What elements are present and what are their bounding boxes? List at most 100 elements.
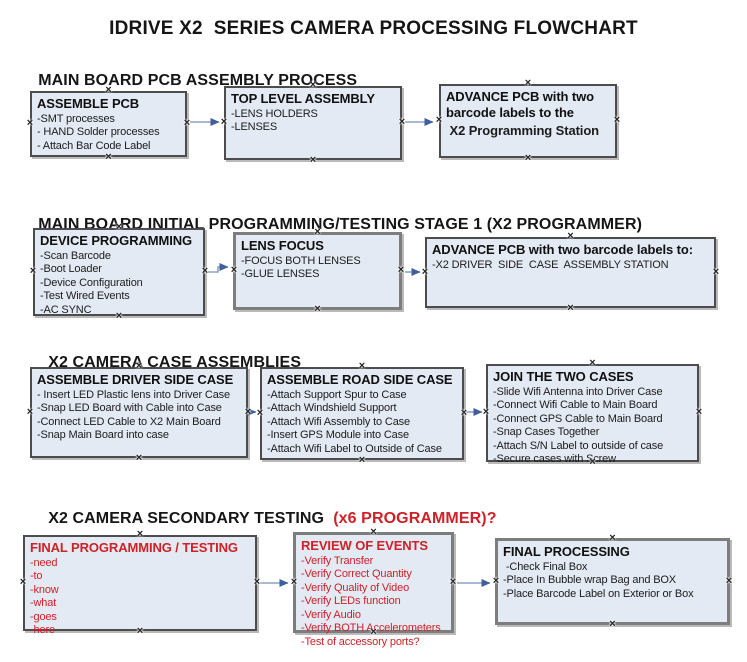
- box-line: -need: [30, 556, 58, 569]
- connection-handle-icon: ×: [524, 152, 532, 164]
- box-line: -Verify Audio: [301, 608, 361, 621]
- connection-handle-icon: ×: [290, 575, 298, 588]
- box-line: -FOCUS BOTH LENSES: [241, 254, 361, 267]
- box-line: - HAND Solder processes: [37, 126, 160, 139]
- box-line: -Scan Barcode: [40, 249, 111, 262]
- box-line: -to: [30, 570, 43, 583]
- box-title: TOP LEVEL ASSEMBLY: [231, 91, 375, 106]
- box-line: -Verify Quality of Video: [301, 581, 410, 594]
- connection-handle-icon: ×: [725, 574, 733, 587]
- flow-box-assemble-driver-side-case[interactable]: × × × × ASSEMBLE DRIVER SIDE CASE - Inse…: [27, 361, 251, 464]
- flow-box-final-programming-testing[interactable]: × × × × FINAL PROGRAMMING / TESTING -nee…: [20, 529, 260, 637]
- box-line: -Verify LEDs function: [301, 595, 401, 608]
- box-title: REVIEW OF EVENTS: [301, 538, 428, 553]
- connection-handle-icon: ×: [398, 116, 406, 128]
- box-line: -Attach Support Spur to Case: [267, 388, 407, 401]
- box-line: -here: [30, 624, 55, 637]
- box-lines: -Slide Wifi Antenna into Driver Case-Con…: [493, 386, 693, 467]
- box-lines: -LENS HOLDERS-LENSES: [231, 108, 396, 135]
- box-line: -LENS HOLDERS: [231, 107, 318, 120]
- box-line: -Connect GPS Cable to Main Board: [493, 412, 663, 425]
- box-line: -Place In Bubble wrap Bag and BOX: [503, 574, 676, 587]
- connection-handle-icon: ×: [256, 406, 264, 419]
- connection-handle-icon: ×: [105, 151, 112, 163]
- box-line: -know: [30, 583, 59, 596]
- box-line: -Device Configuration: [40, 276, 143, 289]
- box-lines: -FOCUS BOTH LENSES-GLUE LENSES: [241, 255, 395, 282]
- box-lines: -X2 DRIVER SIDE CASE ASSEMBLY STATION: [432, 259, 710, 273]
- box-line: -Test Wired Events: [40, 290, 130, 303]
- box-title: JOIN THE TWO CASES: [493, 369, 634, 384]
- flow-box-assemble-pcb[interactable]: × × × × ASSEMBLE PCB -SMT processes- HAN…: [27, 85, 190, 163]
- connection-handle-icon: ×: [421, 265, 429, 278]
- flow-box-top-level-assembly[interactable]: × × × × TOP LEVEL ASSEMBLY -LENS HOLDERS…: [221, 80, 405, 166]
- box-line: - Insert LED Plastic lens into Driver Ca…: [37, 388, 230, 401]
- box-line: -Connect Wifi Cable to Main Board: [493, 399, 658, 412]
- section-header-text: MAIN BOARD PCB ASSEMBLY PROCESS: [38, 72, 358, 89]
- box-lines: -Attach Support Spur to Case-Attach Wind…: [267, 389, 458, 457]
- section-header-secondary-testing: X2 CAMERA SECONDARY TESTING (x6 PROGRAMM…: [30, 492, 497, 546]
- box-line: -Attach Wifi Assembly to Case: [267, 415, 410, 428]
- connection-handle-icon: ×: [314, 303, 321, 315]
- connection-handle-icon: ×: [19, 576, 27, 588]
- box-title: LENS FOCUS: [241, 238, 324, 253]
- connection-handle-icon: ×: [309, 154, 317, 166]
- connection-handle-icon: ×: [435, 114, 443, 126]
- box-title: ASSEMBLE PCB: [37, 96, 140, 111]
- box-title: ASSEMBLE DRIVER SIDE CASE: [37, 372, 234, 387]
- box-line: -Insert GPS Module into Case: [267, 429, 409, 442]
- box-line: -Secure cases with Screw: [493, 453, 616, 466]
- box-line: -Place Barcode Label on Exterior or Box: [503, 587, 694, 600]
- box-line: -Snap Main Board into case: [37, 429, 169, 442]
- connection-handle-icon: ×: [183, 117, 191, 129]
- connection-handle-icon: ×: [26, 117, 34, 129]
- flow-box-advance-pcb-programming-station[interactable]: × × × × ADVANCE PCB with two barcode lab…: [436, 78, 620, 164]
- flow-box-final-processing[interactable]: × × × × FINAL PROCESSING -Check Final Bo…: [493, 533, 733, 630]
- box-title: DEVICE PROGRAMMING: [40, 233, 193, 248]
- connection-handle-icon: ×: [524, 77, 532, 89]
- connection-handle-icon: ×: [29, 265, 37, 277]
- flow-box-join-the-two-cases[interactable]: × × × × JOIN THE TWO CASES -Slide Wifi A…: [483, 358, 702, 468]
- box-line: -AC SYNC: [40, 303, 92, 316]
- connection-handle-icon: ×: [230, 264, 238, 276]
- flow-box-advance-pcb-driver-side-station[interactable]: × × × × ADVANCE PCB with two barcode lab…: [422, 231, 719, 314]
- section-header-text: X2 CAMERA CASE ASSEMBLIES: [48, 354, 302, 371]
- connection-handle-icon: ×: [712, 265, 720, 278]
- box-line: -Verify BOTH Accelerometers: [301, 622, 441, 635]
- box-line: -LENSES: [231, 121, 278, 134]
- connection-handle-icon: ×: [449, 575, 457, 588]
- box-line: -Check Final Box: [503, 560, 588, 573]
- connection-handle-icon: ×: [589, 357, 596, 369]
- flow-box-device-programming[interactable]: × × × × DEVICE PROGRAMMING -Scan Barcode…: [30, 222, 208, 322]
- flow-box-assemble-road-side-case[interactable]: × × × × ASSEMBLE ROAD SIDE CASE -Attach …: [257, 361, 467, 466]
- box-line: -Verify Correct Quantity: [301, 568, 412, 581]
- section-header-pcb-assembly: MAIN BOARD PCB ASSEMBLY PROCESS: [20, 54, 357, 108]
- connection-handle-icon: ×: [358, 360, 366, 372]
- box-title: FINAL PROCESSING: [503, 544, 630, 559]
- connection-handle-icon: ×: [358, 454, 366, 466]
- connection-handle-icon: ×: [609, 618, 616, 630]
- box-line: -SMT processes: [37, 112, 115, 125]
- box-lines: -Scan Barcode-Boot Loader-Device Configu…: [40, 250, 199, 318]
- box-line: X2 Programming Station: [446, 122, 600, 138]
- connection-handle-icon: ×: [26, 405, 34, 418]
- flow-box-lens-focus[interactable]: × × × × LENS FOCUS -FOCUS BOTH LENSES-GL…: [230, 227, 405, 315]
- box-title: FINAL PROGRAMMING / TESTING: [30, 540, 238, 555]
- connection-handle-icon: ×: [253, 576, 261, 588]
- connection-handle-icon: ×: [482, 406, 490, 418]
- box-line: -Connect LED Cable to X2 Main Board: [37, 415, 221, 428]
- connection-handle-icon: ×: [397, 264, 405, 276]
- connection-handle-icon: ×: [695, 406, 703, 418]
- box-line: -Verify Transfer: [301, 554, 374, 567]
- box-line: -Attach Windshield Support: [267, 402, 397, 415]
- box-line: -X2 DRIVER SIDE CASE ASSEMBLY STATION: [432, 258, 669, 271]
- connection-handle-icon: ×: [201, 265, 209, 277]
- flow-box-review-of-events[interactable]: × × × × REVIEW OF EVENTS -Verify Transfe…: [290, 527, 457, 648]
- box-line: -Boot Loader: [40, 263, 102, 276]
- box-line: -Test of accessory ports?: [301, 635, 420, 648]
- section-header-case-assemblies: X2 CAMERA CASE ASSEMBLIES: [30, 336, 301, 390]
- connection-handle-icon: ×: [244, 405, 252, 418]
- box-lines: -Check Final Box-Place In Bubble wrap Ba…: [503, 561, 723, 602]
- box-lines: - Insert LED Plastic lens into Driver Ca…: [37, 389, 242, 443]
